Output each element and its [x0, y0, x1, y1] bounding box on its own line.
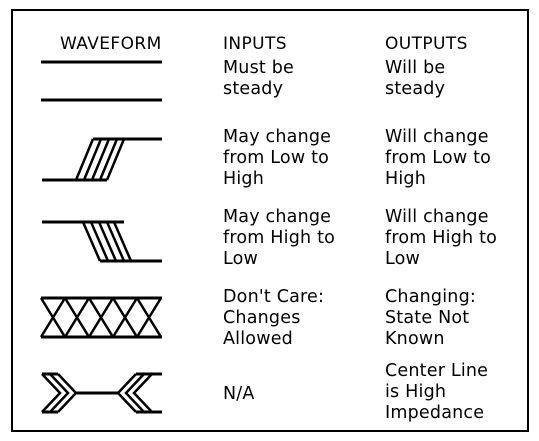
header-inputs: INPUTS	[223, 34, 288, 54]
row4-inputs: Don't Care: Changes Allowed	[223, 287, 325, 349]
steady-lines-icon	[41, 60, 162, 102]
high-to-low-transition-icon	[42, 220, 162, 263]
header-outputs: OUTPUTS	[385, 34, 468, 54]
row2-inputs: May change from Low to High	[223, 127, 332, 189]
row3-inputs: May change from High to Low	[223, 207, 336, 269]
legend-table	[11, 9, 529, 432]
row4-outputs: Changing: State Not Known	[385, 287, 476, 349]
row5-outputs: Center Line is High Impedance	[385, 361, 489, 423]
row5-inputs: N/A	[223, 384, 255, 404]
row2-outputs: Will change from Low to High	[385, 127, 492, 189]
row3-outputs: Will change from High to Low	[385, 207, 498, 269]
dont-care-crosshatch-icon	[39, 296, 163, 339]
row1-outputs: Will be steady	[385, 58, 446, 99]
header-waveform: WAVEFORM	[60, 34, 162, 54]
high-impedance-center-line-icon	[41, 372, 162, 414]
row1-inputs: Must be steady	[223, 58, 295, 99]
low-to-high-transition-icon	[42, 137, 162, 182]
